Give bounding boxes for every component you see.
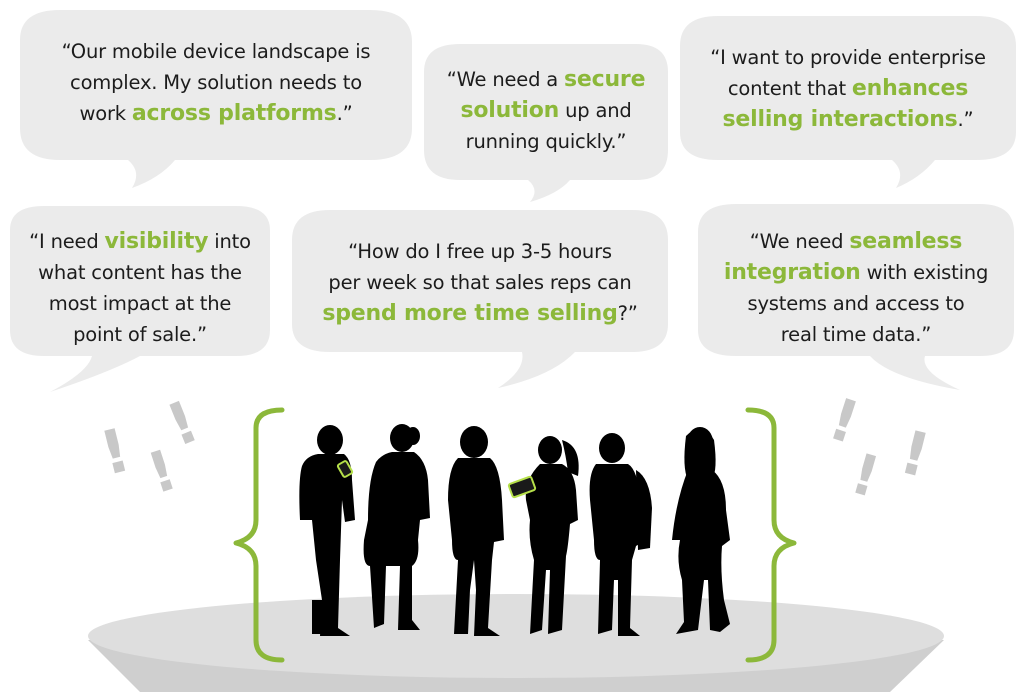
speech-bubble-4 <box>10 206 270 392</box>
quote-line: real time data.” <box>698 319 1014 350</box>
quote-text: real time data.” <box>780 323 932 346</box>
quote-text: complex. My solution needs to <box>70 71 362 94</box>
quote-spend-more-time: “How do I free up 3-5 hours per week so t… <box>292 236 668 329</box>
quote-text: “I want to provide enterprise <box>710 46 986 69</box>
person-silhouette <box>448 426 504 636</box>
quote-text: what content has the <box>38 261 242 284</box>
quote-text: running quickly.” <box>465 130 627 153</box>
quote-text: “Our mobile device landscape is <box>61 40 371 63</box>
people-silhouettes <box>299 424 730 636</box>
speech-bubble-5 <box>292 210 668 388</box>
highlighted-phrase: across platforms <box>131 101 337 126</box>
quote-line: what content has the <box>10 257 270 288</box>
quote-text: with existing <box>860 261 989 284</box>
quote-line: point of sale.” <box>10 319 270 350</box>
highlighted-phrase: enhances <box>851 76 969 101</box>
highlighted-phrase: selling interactions <box>722 107 958 132</box>
speech-bubble-1 <box>20 10 412 188</box>
quote-text: systems and access to <box>747 292 965 315</box>
platform <box>88 594 944 692</box>
quote-text: “We need <box>749 230 850 253</box>
speech-bubble-3 <box>680 16 1016 188</box>
speech-bubbles <box>10 10 1016 392</box>
highlighted-phrase: visibility <box>104 229 209 254</box>
quote-enhances-selling: “I want to provide enterprise content tha… <box>680 42 1016 135</box>
speech-bubble-2 <box>424 44 668 202</box>
highlighted-phrase: integration <box>723 260 861 285</box>
quote-line: integration with existing <box>698 257 1014 288</box>
quote-text: per week so that sales reps can <box>328 271 632 294</box>
highlighted-phrase: seamless <box>849 229 963 254</box>
quote-text: content that <box>727 77 852 100</box>
quote-line: complex. My solution needs to <box>20 67 412 98</box>
platform-top <box>88 594 944 678</box>
highlighted-phrase: secure <box>564 67 646 92</box>
quote-line: content that enhances <box>680 73 1016 104</box>
quote-text: .” <box>336 102 353 125</box>
person-silhouette <box>299 425 355 636</box>
quote-text: “We need a <box>446 68 565 91</box>
quote-line: solution up and <box>424 95 668 126</box>
person-silhouette <box>672 427 730 634</box>
quote-line: per week so that sales reps can <box>292 267 668 298</box>
quote-line: most impact at the <box>10 288 270 319</box>
quote-line: work across platforms.” <box>20 98 412 129</box>
speech-bubble-6 <box>698 204 1014 390</box>
quote-line: “I need visibility into <box>10 226 270 257</box>
quote-text: up and <box>559 99 632 122</box>
quote-across-platforms: “Our mobile device landscape is complex. … <box>20 36 412 129</box>
person-silhouette <box>525 436 579 634</box>
quote-line: “How do I free up 3-5 hours <box>292 236 668 267</box>
exclamation-mark: ! <box>93 415 136 490</box>
quote-line: “We need seamless <box>698 226 1014 257</box>
quote-line: “Our mobile device landscape is <box>20 36 412 67</box>
person-silhouette <box>589 433 652 636</box>
quote-line: running quickly.” <box>424 126 668 157</box>
person-silhouette <box>363 424 430 630</box>
quote-text: most impact at the <box>48 292 232 315</box>
curly-braces <box>233 407 797 663</box>
quote-line: “I want to provide enterprise <box>680 42 1016 73</box>
highlighted-phrase: solution <box>460 98 560 123</box>
quote-text: point of sale.” <box>73 323 207 346</box>
quote-text: .” <box>957 108 974 131</box>
tablet-screen <box>507 475 537 499</box>
left-curly-brace <box>233 407 285 663</box>
quote-line: selling interactions.” <box>680 104 1016 135</box>
exclamation-mark: ! <box>893 417 936 492</box>
right-curly-brace <box>745 407 797 663</box>
quote-line: “We need a secure <box>424 64 668 95</box>
phone-screen <box>336 460 354 478</box>
quote-text: ?” <box>617 302 638 325</box>
quote-visibility: “I need visibility into what content has … <box>10 226 270 350</box>
quote-text: work <box>79 102 132 125</box>
quote-text: into <box>208 230 251 253</box>
exclamation-mark: ! <box>844 441 886 511</box>
quote-text: “I need <box>29 230 105 253</box>
quote-text: “How do I free up 3-5 hours <box>348 240 612 263</box>
highlighted-phrase: spend more time selling <box>322 301 618 326</box>
quote-line: systems and access to <box>698 288 1014 319</box>
quote-line: spend more time selling?” <box>292 298 668 329</box>
